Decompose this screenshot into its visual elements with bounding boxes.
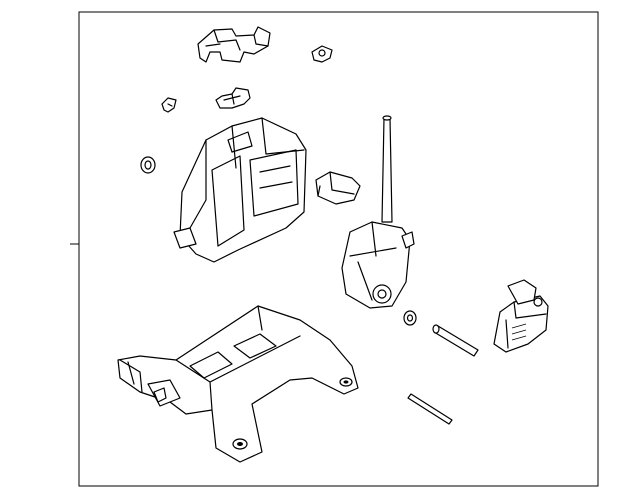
connector-bracket-part [215,87,251,109]
rod-part [407,393,453,425]
shifter-housing-part [173,117,307,263]
small-clip-part [311,45,333,63]
grommet-part [140,156,156,174]
sensor-module-part [315,171,361,205]
bushing-part [403,310,417,326]
shift-lever-part [341,115,415,309]
hook-clip-part [161,97,177,113]
base-plate-part [117,305,359,463]
pivot-pin-part [432,324,479,357]
control-unit-part [493,279,549,353]
top-retainer-part [197,26,271,63]
diagram-border [78,11,599,487]
